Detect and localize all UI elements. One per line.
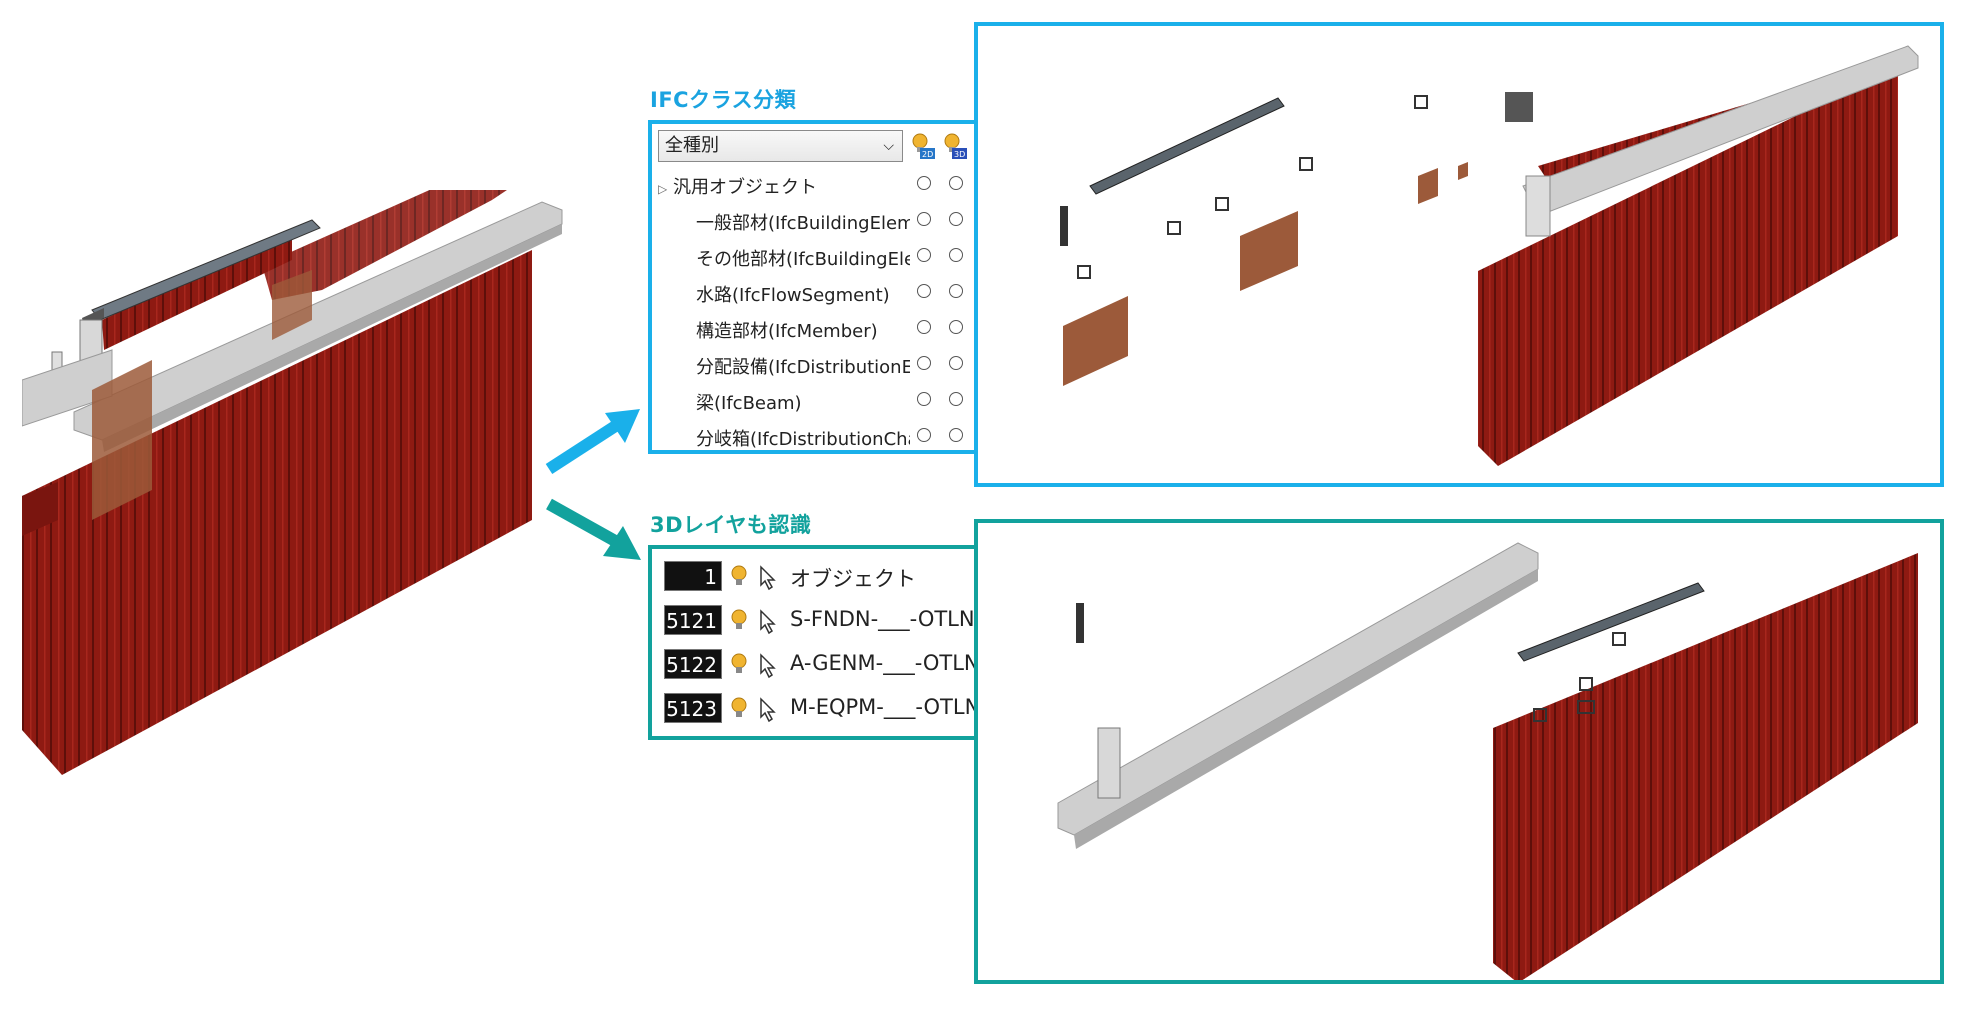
visibility-3d-radio[interactable]	[949, 284, 963, 298]
ifc-class-label: 一般部材(IfcBuildingElement)	[696, 213, 910, 234]
layer-number: 5121	[664, 605, 722, 635]
bulb-icon[interactable]	[728, 695, 750, 723]
bulb-3d-icon[interactable]: 3D	[942, 132, 968, 160]
layer-name: M-EQPM-___-OTLN	[790, 695, 981, 719]
layer-name: A-GENM-___-OTLN	[790, 651, 980, 675]
chevron-down-icon: ⌵	[883, 138, 894, 154]
ifc-exploded-model	[1060, 45, 1919, 466]
visibility-2d-radio[interactable]	[917, 356, 931, 370]
sheet-pile-wall	[22, 250, 532, 775]
layer-number: 1	[664, 561, 722, 591]
bulb-2d-icon[interactable]: 2D	[910, 132, 936, 160]
ifc-class-label: その他部材(IfcBuildingElementProxy)	[696, 249, 910, 270]
ifc-class-label: 汎用オブジェクト	[672, 177, 817, 198]
visibility-3d-radio[interactable]	[949, 212, 963, 226]
visibility-2d-radio[interactable]	[917, 176, 931, 190]
layer-separated-viewport[interactable]	[974, 519, 1944, 984]
layer-name: S-FNDN-___-OTLN	[790, 607, 975, 631]
ifc-class-row[interactable]: ▷ 汎用オブジェクト	[658, 166, 1000, 202]
layer-row[interactable]: 5123 M-EQPM-___-OTLN	[664, 691, 1004, 727]
cursor-icon[interactable]	[756, 651, 778, 679]
ifc-class-label: 分岐箱(IfcDistributionChamberElement)	[696, 429, 910, 450]
cursor-icon[interactable]	[756, 607, 778, 635]
visibility-2d-radio[interactable]	[917, 284, 931, 298]
visibility-2d-radio[interactable]	[917, 320, 931, 334]
ifc-class-row[interactable]: 梁(IfcBeam)	[658, 382, 1000, 418]
layer-row[interactable]: 5122 A-GENM-___-OTLN	[664, 647, 1004, 683]
ifc-class-label: 構造部材(IfcMember)	[696, 321, 878, 342]
bulb-icon[interactable]	[728, 651, 750, 679]
visibility-3d-radio[interactable]	[949, 176, 963, 190]
bulb-icon[interactable]	[728, 563, 750, 591]
svg-text:3D: 3D	[954, 150, 965, 159]
ifc-section-title: IFCクラス分類	[650, 88, 797, 112]
ifc-class-panel: 全種別 ⌵ 2D 3D ▷ 汎用オブジェクト 一般部材(IfcBuildingE…	[648, 120, 1008, 454]
layer-exploded-model	[1057, 542, 1918, 980]
visibility-2d-radio[interactable]	[917, 212, 931, 226]
ifc-filter-select[interactable]: 全種別 ⌵	[658, 130, 903, 162]
visibility-2d-radio[interactable]	[917, 392, 931, 406]
expand-caret-icon[interactable]: ▷	[658, 182, 668, 196]
bulb-icon[interactable]	[728, 607, 750, 635]
layer-number: 5123	[664, 693, 722, 723]
ifc-class-row[interactable]: 水路(IfcFlowSegment)	[658, 274, 1000, 310]
visibility-2d-radio[interactable]	[917, 248, 931, 262]
layer-number: 5122	[664, 649, 722, 679]
ifc-class-label: 分配設備(IfcDistributionElement)	[696, 357, 910, 378]
ifc-separated-viewport[interactable]	[974, 22, 1944, 487]
ifc-class-row[interactable]: 一般部材(IfcBuildingElement)	[658, 202, 1000, 238]
arrow-to-ifc	[545, 409, 640, 475]
full-model-view[interactable]	[22, 190, 622, 790]
ifc-class-row[interactable]: 分岐箱(IfcDistributionChamberElement)	[658, 418, 1000, 454]
visibility-3d-radio[interactable]	[949, 392, 963, 406]
ifc-filter-value: 全種別	[665, 135, 719, 156]
arrow-to-layer	[546, 498, 641, 560]
layer-name: オブジェクト	[790, 567, 916, 591]
cursor-icon[interactable]	[756, 695, 778, 723]
layer-panel: 1 オブジェクト 5121 S-FNDN-___-OTLN 5122 A-GEN…	[648, 545, 1012, 740]
cursor-icon[interactable]	[756, 563, 778, 591]
ifc-class-row[interactable]: 分配設備(IfcDistributionElement)	[658, 346, 1000, 382]
visibility-2d-radio[interactable]	[917, 428, 931, 442]
svg-text:2D: 2D	[922, 150, 933, 159]
ifc-class-row[interactable]: 構造部材(IfcMember)	[658, 310, 1000, 346]
visibility-3d-radio[interactable]	[949, 356, 963, 370]
ifc-class-label: 水路(IfcFlowSegment)	[696, 285, 890, 306]
visibility-3d-radio[interactable]	[949, 248, 963, 262]
ifc-class-row[interactable]: その他部材(IfcBuildingElementProxy)	[658, 238, 1000, 274]
visibility-3d-radio[interactable]	[949, 428, 963, 442]
visibility-3d-radio[interactable]	[949, 320, 963, 334]
ifc-panel-header: 全種別 ⌵ 2D 3D	[658, 130, 1000, 162]
layer-row[interactable]: 5121 S-FNDN-___-OTLN	[664, 603, 1004, 639]
layer-section-title: 3Dレイヤも認識	[650, 513, 812, 537]
layer-row[interactable]: 1 オブジェクト	[664, 559, 1004, 595]
ifc-class-label: 梁(IfcBeam)	[696, 393, 802, 414]
